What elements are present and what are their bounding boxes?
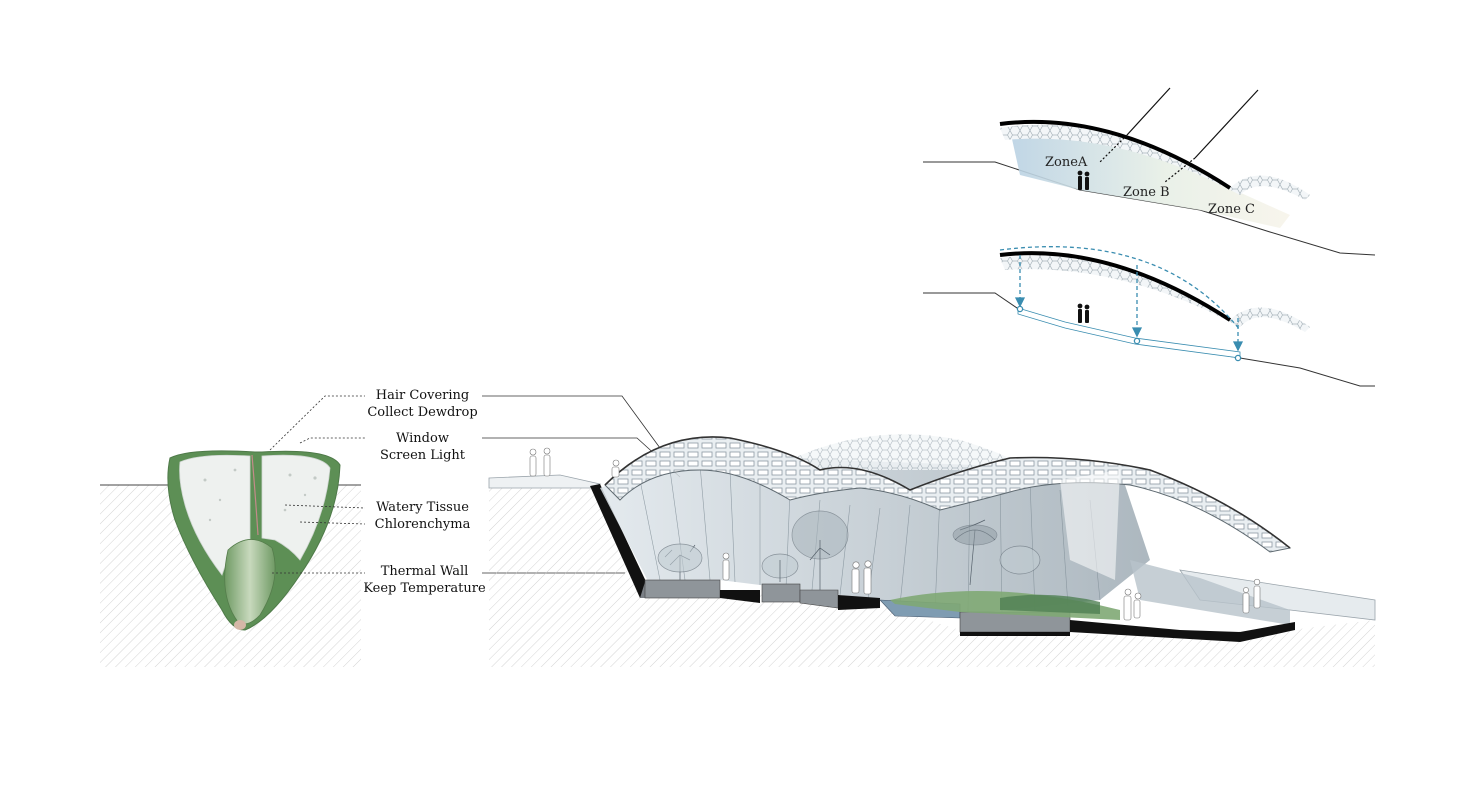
label-thermal-wall-line1: Thermal Wall [380,564,469,579]
people-silhouettes [529,447,1261,621]
background-dome [770,434,1030,470]
people-silhouettes-structure [1077,303,1090,323]
entry-terrace [488,474,602,489]
structure-dashed-span [999,246,1241,331]
structure-diagram [923,246,1375,387]
people-silhouettes-zoning [1077,170,1090,190]
plant-fissure [251,454,259,536]
inner-glass-wall [600,455,1150,615]
label-window: Window Screen Light [355,430,490,464]
person-icon [1123,588,1132,621]
exit-ramp-wall [1130,560,1290,625]
plant-watery-tissue-left [179,454,251,576]
person-icon [1242,587,1250,614]
thermal-wall [590,484,650,598]
plant-chlorenchyma [224,539,276,625]
label-hair-covering-line1: Hair Covering [375,388,470,403]
zoning-air-gradient [1010,128,1290,228]
label-window-line1: Window [396,431,449,446]
label-thermal-wall-line2: Keep Temperature [363,581,486,596]
person-icon [1253,578,1261,609]
person-icon [543,447,551,477]
structure-roof-edge [999,251,1232,322]
main-building-section [488,434,1376,667]
label-watery-tissue-line2: Chlorenchyma [374,517,471,532]
light-ray [1060,470,1120,580]
zone-b-label: Zone B [1123,185,1170,200]
label-hair-covering-line2: Collect Dewdrop [367,405,478,420]
structure-hex-roof [1000,255,1310,332]
zone-c-label: Zone C [1208,202,1256,217]
interior-trees [657,510,1041,590]
sun-rays [1099,87,1259,183]
zoning-roof-edge [999,119,1232,190]
label-watery-tissue: Watery Tissue Chlorenchyma [355,499,490,533]
person-icon [529,448,537,477]
label-thermal-wall: Thermal Wall Keep Temperature [352,563,497,597]
label-window-line2: Screen Light [379,448,465,463]
person-icon [611,459,620,478]
label-hair-covering: Hair Covering Collect Dewdrop [355,387,490,421]
plant-watery-tissue-right [261,454,331,561]
person-icon [722,552,730,581]
structure-load-arrows [1014,255,1244,362]
planter-floors [640,579,1295,642]
zoning-diagram [923,87,1376,256]
person-icon [863,560,872,595]
person-icon [851,561,860,594]
plant-section [100,450,361,667]
label-watery-tissue-line1: Watery Tissue [376,500,469,515]
plant-leader-lines [269,395,366,574]
main-soil-hatch [489,485,1375,667]
zone-a-label: ZoneA [1045,155,1088,170]
roof-outer-edge [604,436,1291,549]
person-icon [1133,592,1142,619]
plant-root-tip [234,620,246,630]
zoning-hex-roof [1000,124,1310,200]
structure-floor [1017,307,1241,359]
